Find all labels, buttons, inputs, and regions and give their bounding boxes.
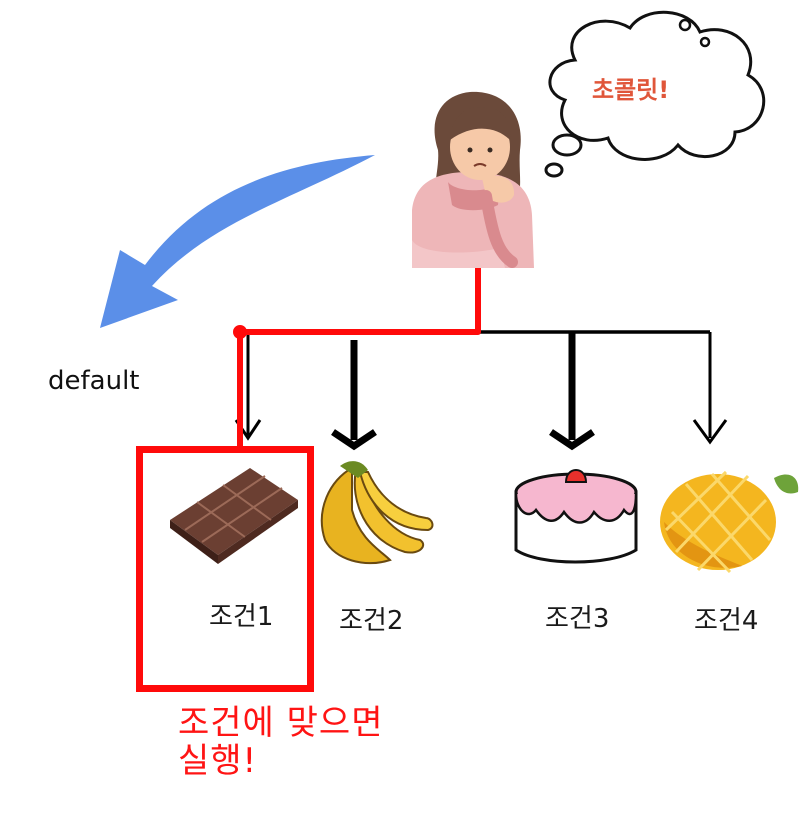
caption-line-2: 실행! (178, 741, 258, 781)
banana-icon (320, 461, 434, 565)
default-label: default (48, 366, 140, 396)
condition-1-label: 조건1 (209, 602, 274, 632)
selected-condition-highlight (136, 446, 314, 692)
branch-lines (234, 330, 728, 451)
chocolate-icon (170, 468, 298, 564)
condition-4-label: 조건4 (694, 606, 759, 636)
thought-bubble (544, 10, 766, 178)
cake-icon (514, 469, 638, 564)
condition-3-label: 조건3 (545, 604, 610, 634)
thought-text: 초콜릿! (592, 76, 670, 104)
execution-caption: 조건에 맞으면 실행! (178, 704, 384, 780)
caption-line-1: 조건에 맞으면 (178, 703, 384, 743)
selected-path (233, 268, 481, 452)
condition-2-label: 조건2 (339, 606, 404, 636)
thinking-woman-illustration (412, 91, 534, 268)
default-arrow (100, 155, 375, 328)
mango-icon (660, 470, 799, 574)
